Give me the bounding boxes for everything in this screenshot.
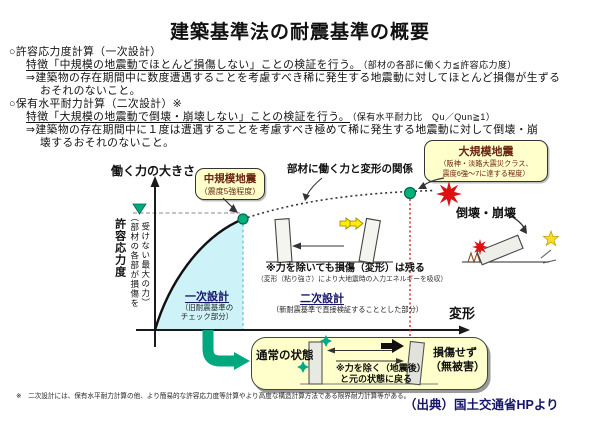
chart-title-pointer bbox=[302, 177, 323, 201]
no-damage-line2: （無被害） bbox=[430, 361, 485, 373]
large-quake-callout: 大規模地震 （阪神・淡路大震災クラス、 震度6強～7に達する程度） bbox=[424, 140, 548, 182]
section2-feature: 特徴「大規模の地震動で倒壊・崩壊しない」ことの検証を行う。（保有水平耐力比 Qu… bbox=[26, 111, 495, 123]
medium-quake-title: 中規模地震 bbox=[203, 173, 257, 185]
y-axis bbox=[150, 176, 160, 347]
restore-note-line1: ※力を除く（地震後） bbox=[336, 363, 426, 373]
section1-feature: 特徴「中規模の地震動でほとんど損傷しない」ことの検証を行う。（部材の各部に働く力… bbox=[26, 59, 517, 71]
normal-state-box bbox=[251, 337, 488, 390]
section1-feature-note: （部材の各部に働く力≦許容応力度） bbox=[362, 60, 517, 70]
page-title: 建築基準法の耐震基準の概要 bbox=[169, 22, 430, 43]
allowable-stress-label: 許容応力度 bbox=[113, 218, 126, 278]
collapsed-building-illustration bbox=[462, 213, 560, 266]
medium-quake-callout: 中規模地震 （震度5強程度） bbox=[195, 168, 265, 200]
damage-note: ※力を除いても損傷（変形）は残る bbox=[266, 263, 425, 274]
restore-note-line2: と元の状態に戻る bbox=[340, 373, 413, 384]
primary-design-sub2: チェック部分） bbox=[180, 312, 234, 321]
section1-detail-line1: ⇒建築物の存在期間中に数度遭遇することを考慮すべき稀に発生する地震動に対してほと… bbox=[26, 72, 561, 84]
primary-design-label: 一次設計 bbox=[185, 291, 229, 303]
large-quake-point bbox=[403, 186, 417, 200]
damage-subnote: （変形（粘り強さ）により大地震時の入力エネルギーを吸収） bbox=[257, 276, 448, 283]
x-axis bbox=[136, 325, 470, 335]
deformed-buildings-illustration bbox=[266, 217, 393, 264]
source-credit: （出典）国土交通省HPより bbox=[404, 398, 559, 412]
no-damage-line1: 損傷せず bbox=[433, 347, 477, 359]
impact-star-icon bbox=[542, 229, 560, 247]
large-quake-sub2: 震度6強～7に達する程度） bbox=[442, 169, 530, 178]
chart-title: 部材に働く力と変形の関係 bbox=[287, 163, 413, 175]
push-arrow-icon bbox=[339, 217, 354, 230]
medium-quake-sub: （震度5強程度） bbox=[199, 187, 261, 196]
allowable-stress-paren1: （部材の各部が損傷を bbox=[129, 213, 140, 308]
medium-callout-tail bbox=[222, 197, 238, 213]
normal-state-label: 通常の状態 bbox=[256, 350, 314, 362]
explosion-icon bbox=[436, 181, 462, 207]
section2-feature-note: （保有水平耐力比 Qu／Qun≧1） bbox=[351, 112, 496, 122]
secondary-design-sub: （新耐震基準で直接検証することとした部分） bbox=[272, 305, 423, 314]
large-quake-sub1: （阪神・淡路大震災クラス、 bbox=[439, 159, 533, 168]
large-quake-title: 大規模地震 bbox=[458, 146, 514, 158]
section1-detail-line2: おそれのないこと。 bbox=[40, 85, 141, 97]
force-curve-dotted bbox=[242, 189, 434, 220]
section1-heading: ○許容応力度計算（一次設計） bbox=[9, 46, 162, 58]
primary-design-flow-arrow bbox=[202, 330, 250, 370]
x-axis-label: 変形 bbox=[449, 306, 476, 321]
footnote: ※ 二次設計には、保有水平耐力計算の他、より簡易的な許容応力度等計算やより高度な… bbox=[16, 393, 411, 400]
section2-heading: ○保有水平耐力計算（二次設計）※ bbox=[9, 98, 183, 110]
section2-detail-line2: 壊するおそれのないこと。 bbox=[40, 137, 175, 149]
section1-feature-text: 特徴「中規模の地震動でほとんど損傷しない」ことの検証を行う。 bbox=[26, 59, 361, 71]
collapse-label: 倒壊・崩壊 bbox=[456, 206, 517, 220]
section2-detail-line1: ⇒建築物の存在期間中に１度は遭遇することを考慮すべき極めて稀に発生する地震動に対… bbox=[26, 124, 539, 136]
push-arrow-icon bbox=[349, 217, 364, 230]
allowable-stress-paren2: 受けない最大の力） bbox=[140, 222, 151, 308]
medium-quake-point bbox=[237, 213, 249, 225]
y-axis-label: 働く力の大きさ bbox=[111, 164, 196, 178]
secondary-design-label: 二次設計 bbox=[300, 293, 344, 305]
small-explosion-icon bbox=[472, 239, 488, 255]
section2-feature-text: 特徴「大規模の地震動で倒壊・崩壊しない」ことの検証を行う。 bbox=[26, 111, 350, 123]
